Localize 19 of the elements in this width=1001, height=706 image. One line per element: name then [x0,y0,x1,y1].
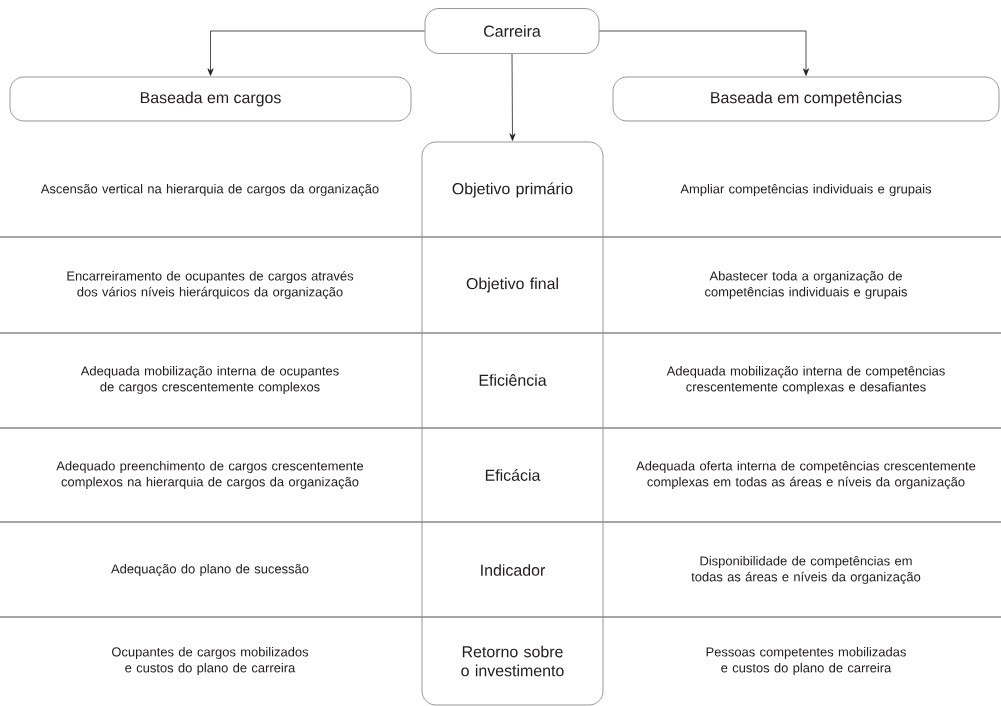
arrow [599,30,809,76]
table-cell: Adequada oferta interna de competências crescentemente complexas em todas as áreas e níveis da organização [636,460,976,490]
rounded-box: Baseada em cargos [9,76,412,122]
table-cell: Adequada mobilização interna de competências crescentemente complexas e desafiantes [666,365,945,394]
table-cell: Disponibilidade de competências em todas as áreas e níveis da organização [691,555,921,585]
table-cell: Encarreiramento de ocupantes de cargos através dos vários níveis hierárquicos da organização [67,270,354,300]
table-cell: Ascensão vertical na hierarquia de cargos da organização [40,183,379,197]
table-cell: Ocupantes de cargos mobilizados e custos do plano de carreira [112,647,309,675]
column-box: Objetivo primário Objetivo final Eficiência Eficácia Indicador Retorno sobre o investimento [421,141,604,706]
table-cell: Abastecer toda a organização de competências individuais e grupais [705,271,907,299]
rounded-box: Baseada em competências [612,76,1000,122]
table-cell: Ampliar competências individuais e grupais [680,183,932,197]
rounded-box: Carreira [424,8,600,54]
table-cell: Adequado preenchimento de cargos crescentemente complexos na hierarquia de cargos da organização [56,460,364,490]
table-cell: Adequada mobilização interna de ocupantes de cargos crescentemente complexos [80,366,339,394]
table-cell: Pessoas competentes mobilizadas e custos do plano de carreira [706,647,906,675]
arrow [207,30,425,76]
table-cell: Adequação do plano de sucessão [111,563,309,577]
arrow [509,53,516,141]
